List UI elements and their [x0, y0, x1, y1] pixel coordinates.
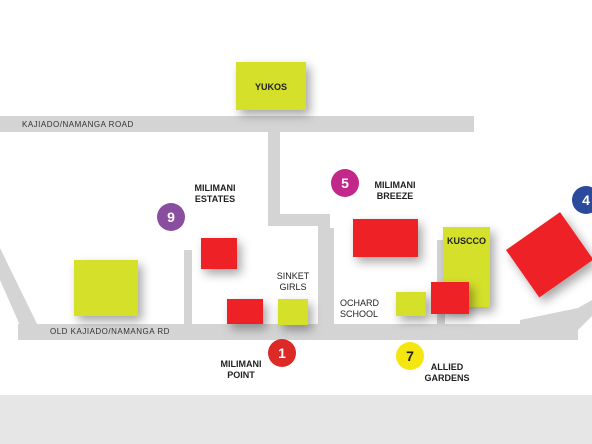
milimani-breeze-block: [353, 219, 418, 257]
road-right-curve: [520, 300, 592, 330]
road-old-kajiado-namanga: [18, 324, 578, 340]
road-vertical-center: [268, 132, 280, 226]
label-kuscco: KUSCCO: [446, 236, 486, 246]
label-milimani-estates: MILIMANI ESTATES: [194, 183, 236, 205]
label-ochard-school: OCHARD SCHOOL: [340, 298, 380, 320]
lime-blocks: [74, 62, 490, 325]
road-kajiado-namanga: [0, 116, 474, 132]
road-vertical-right: [324, 228, 334, 324]
roads: [0, 116, 592, 340]
milimani-point-block: [227, 299, 263, 324]
label-kajiado-namanga-road: KAJIADO/NAMANGA ROAD: [22, 120, 134, 129]
milimani-estates-block: [201, 238, 237, 269]
ochard-school-block: [396, 292, 426, 316]
rotated-red-block: [506, 212, 592, 298]
large-lime-block: [74, 260, 138, 316]
sinket-girls-block: [278, 299, 308, 325]
label-milimani-point: MILIMANI POINT: [220, 359, 262, 381]
yukos-block: [236, 62, 306, 110]
badge-7: 7: [396, 342, 424, 370]
badge-4: 4: [572, 186, 592, 214]
badge-9: 9: [157, 203, 185, 231]
road-left-diagonal: [0, 248, 40, 330]
label-sinket-girls: SINKET GIRLS: [276, 271, 310, 293]
footer-band: [0, 395, 592, 444]
allied-gardens-block: [431, 282, 469, 314]
label-yukos: YUKOS: [254, 82, 287, 92]
badge-5: 5: [331, 169, 359, 197]
badge-1: 1: [268, 339, 296, 367]
label-milimani-breeze: MILIMANI BREEZE: [374, 180, 416, 202]
label-allied-gardens: ALLIED GARDENS: [424, 362, 470, 384]
label-old-kajiado-namanga-rd: OLD KAJIADO/NAMANGA RD: [50, 327, 170, 336]
red-blocks: [201, 212, 592, 324]
road-connector: [268, 214, 330, 324]
road-vertical-left: [184, 250, 192, 324]
